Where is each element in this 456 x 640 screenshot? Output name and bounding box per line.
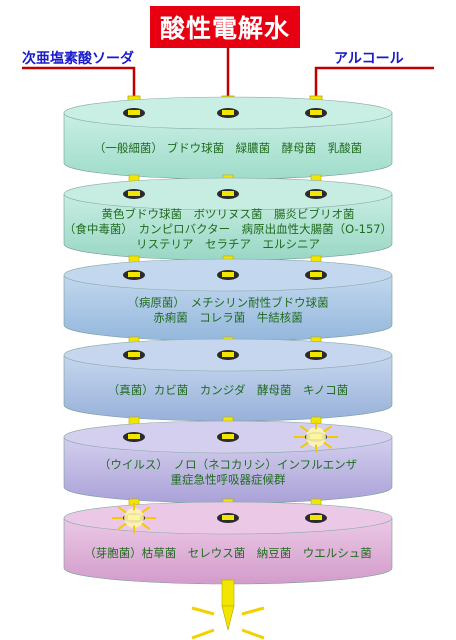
disc-label-line: 重症急性呼吸器症候群 bbox=[171, 473, 286, 487]
disc-label-line: 黄色ブドウ球菌 ボツリヌス菌 腸炎ビブリオ菌 bbox=[102, 207, 355, 221]
tip-sparkle bbox=[191, 579, 265, 640]
rod-in-hole bbox=[310, 110, 322, 115]
disc-label-line: （病原菌） メチシリン耐性ブドウ球菌 bbox=[127, 296, 328, 310]
rod-tip bbox=[221, 605, 235, 631]
rod-in-hole bbox=[222, 191, 234, 196]
rod-in-hole bbox=[310, 272, 322, 277]
tip-ray bbox=[191, 628, 215, 640]
tip-ray bbox=[241, 606, 265, 616]
rod-in-hole bbox=[128, 272, 140, 277]
disc-label-line: （真菌）カビ菌 カンジダ 酵母菌 キノコ菌 bbox=[108, 383, 348, 397]
rod-in-hole bbox=[128, 110, 140, 115]
leader-lines bbox=[22, 48, 434, 100]
rod-in-hole bbox=[310, 191, 322, 196]
tip-ray bbox=[191, 606, 215, 616]
tip-ray bbox=[241, 628, 265, 640]
disc-food-poisoning: 黄色ブドウ球菌 ボツリヌス菌 腸炎ビブリオ菌（食中毒菌） カンピロバクター 病原… bbox=[63, 177, 393, 261]
disc-fungi: （真菌）カビ菌 カンジダ 酵母菌 キノコ菌 bbox=[63, 338, 393, 422]
left-label: 次亜塩素酸ソーダ bbox=[22, 51, 134, 67]
rod-in-hole bbox=[222, 515, 234, 520]
sparkle-icon bbox=[294, 421, 338, 453]
disc-label-line: 赤痢菌 コレラ菌 牛結核菌 bbox=[153, 311, 303, 325]
disc-spore: （芽胞菌）枯草菌 セレウス菌 納豆菌 ウエルシュ菌 bbox=[63, 501, 393, 585]
disc-general: （一般細菌） ブドウ球菌 緑膿菌 酵母菌 乳酸菌 bbox=[63, 96, 393, 180]
title-box: 酸性電解水 bbox=[150, 6, 300, 48]
rod-in-hole bbox=[310, 352, 322, 357]
disc-label-line: （芽胞菌）枯草菌 セレウス菌 納豆菌 ウエルシュ菌 bbox=[84, 546, 372, 560]
right-leader-line bbox=[314, 66, 434, 100]
rod-in-hole bbox=[128, 434, 140, 439]
disc-label-line: （食中毒菌） カンピロバクター 病原出血性大腸菌（O-157） bbox=[64, 222, 392, 236]
left-leader-line bbox=[22, 66, 136, 100]
rod-in-hole bbox=[222, 272, 234, 277]
rod-in-hole bbox=[222, 352, 234, 357]
disc-label-line: （ウイルス） ノロ（ネコカリシ）インフルエンザ bbox=[99, 458, 357, 472]
disc-label-line: （一般細菌） ブドウ球菌 緑膿菌 酵母菌 乳酸菌 bbox=[94, 141, 362, 155]
sparkle-icon bbox=[112, 502, 156, 534]
disc-label-line: リステリア セラチア エルシニア bbox=[136, 237, 320, 251]
rod-in-hole bbox=[128, 191, 140, 196]
rod-in-hole bbox=[128, 352, 140, 357]
rod-bottom bbox=[221, 579, 235, 607]
rod-in-hole bbox=[222, 434, 234, 439]
right-label: アルコール bbox=[334, 51, 404, 67]
rod-in-hole bbox=[310, 515, 322, 520]
rod-in-hole bbox=[222, 110, 234, 115]
